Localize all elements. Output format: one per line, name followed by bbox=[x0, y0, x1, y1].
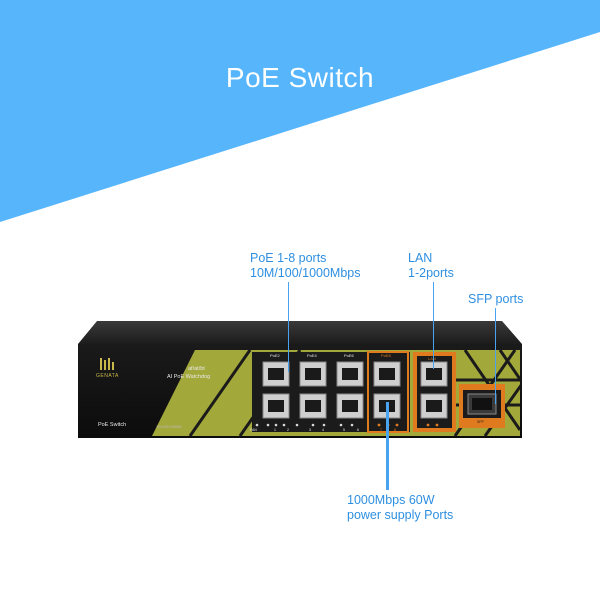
port-number: 3 bbox=[309, 428, 311, 432]
callout-lan: LAN 1-2ports bbox=[408, 251, 454, 280]
port-number: 8 bbox=[394, 428, 396, 432]
connector-poe bbox=[288, 282, 289, 372]
feature-label: AI PoE Watchdog bbox=[167, 374, 211, 380]
sfp-label: SFP bbox=[477, 420, 484, 424]
speed-label: 10/100/1000M bbox=[156, 424, 182, 429]
page-title: PoE Switch bbox=[225, 62, 375, 93]
fan-label: FAN bbox=[250, 428, 257, 432]
brand-name: GENATA bbox=[96, 373, 119, 379]
group-label-lan: LAN bbox=[428, 356, 436, 361]
port-number: 5 bbox=[343, 428, 345, 432]
port-number: 6 bbox=[357, 428, 359, 432]
port-3 bbox=[299, 361, 327, 387]
group-label-poe8: PoE8 bbox=[381, 353, 391, 358]
callout-poe-ports: PoE 1-8 ports 10M/100/1000Mbps bbox=[250, 251, 361, 280]
callout-sfp: SFP ports bbox=[468, 292, 524, 306]
callout-power: 1000Mbps 60W power supply Ports bbox=[347, 493, 454, 522]
connector-lan bbox=[433, 282, 434, 369]
port-number: 1 bbox=[274, 428, 276, 432]
brand-logo bbox=[100, 358, 114, 370]
lan-numbers: 11 12 bbox=[428, 428, 437, 432]
group-label-poe4: PoE4 bbox=[307, 353, 317, 358]
port-number: 4 bbox=[322, 428, 324, 432]
standard-label: af/at/bt bbox=[188, 366, 205, 372]
connector-sfp bbox=[495, 308, 496, 404]
model-label: PoE Switch bbox=[98, 422, 127, 428]
group-label-poe6: PoE6 bbox=[344, 353, 354, 358]
port-number: 7 bbox=[380, 428, 382, 432]
connector-power bbox=[386, 402, 389, 490]
port-number: 2 bbox=[287, 428, 289, 432]
group-label-poe2: PoE2 bbox=[270, 353, 280, 358]
